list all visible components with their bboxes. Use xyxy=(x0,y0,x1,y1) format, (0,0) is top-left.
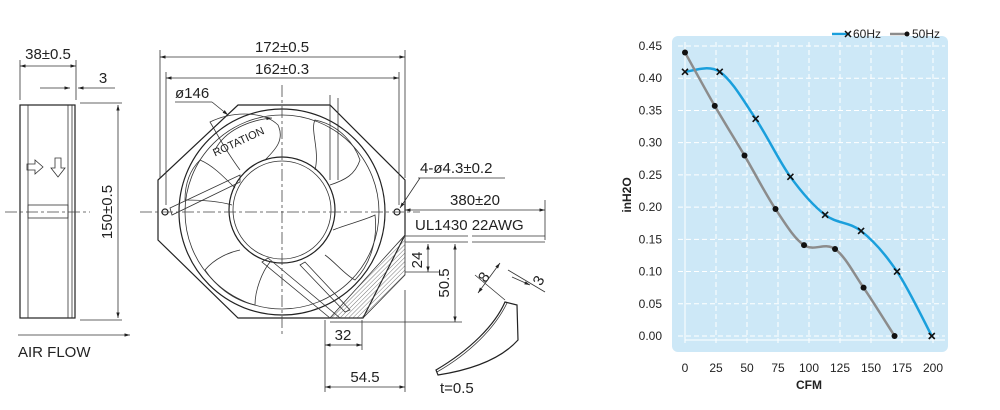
data-point-50Hz xyxy=(860,284,867,291)
x-tick-label: 150 xyxy=(861,361,881,375)
holes-callout: 4-ø4.3±0.2 xyxy=(420,160,492,177)
y-tick-label: 0.15 xyxy=(639,232,663,246)
front-view: ROTATION 172±0.5 162±0.3 ø146 4-ø4.3±0.2… xyxy=(140,39,546,392)
hole-spacing-dim: 162±0.3 xyxy=(255,61,309,78)
pq-chart: 0.00 0.05 0.10 0.15 0.20 0.25 0.30 0.35 0.40 0.45… xyxy=(620,27,948,392)
strut xyxy=(169,174,241,216)
x-axis-label: CFM xyxy=(796,378,822,392)
y-tick-label: 0.05 xyxy=(639,297,663,311)
airflow-arrow-icon xyxy=(26,159,44,175)
mounting-hole xyxy=(161,208,169,216)
airflow-label: AIR FLOW xyxy=(18,344,91,361)
series-line-50Hz xyxy=(683,51,896,337)
y-tick-label: 0.25 xyxy=(639,168,663,182)
y-tick-label: 0.35 xyxy=(639,103,663,117)
y-tick-label: 0.20 xyxy=(639,200,663,214)
lead-wire-label: UL1430 22AWG xyxy=(415,217,524,234)
dim-24: 24 xyxy=(409,252,426,269)
legend-50hz-label: 50Hz xyxy=(912,27,940,41)
data-point-50Hz xyxy=(891,333,898,339)
data-point-60Hz xyxy=(716,68,724,76)
data-point-50Hz xyxy=(832,246,839,252)
lead-wire xyxy=(405,235,545,243)
side-depth-dim: 38±0.5 xyxy=(25,46,71,63)
x-tick-label: 200 xyxy=(923,361,943,375)
data-point-60Hz xyxy=(857,227,865,235)
overall-width-dim: 172±0.5 xyxy=(255,39,309,56)
data-point-50Hz xyxy=(801,242,808,249)
dim-50-5: 50.5 xyxy=(436,268,453,297)
data-point-50Hz xyxy=(772,206,779,213)
y-tick-label: 0.10 xyxy=(639,265,663,279)
terminal-width-dim: 8 xyxy=(475,269,494,286)
thickness-label: t=0.5 xyxy=(440,380,474,397)
mounting-hole xyxy=(393,208,401,216)
plot-background xyxy=(672,36,948,352)
data-point-60Hz xyxy=(752,115,760,123)
y-axis-label: inH2O xyxy=(620,177,634,212)
data-point-50Hz xyxy=(741,152,748,159)
y-tick-label: 0.00 xyxy=(639,329,663,343)
x-tick-label: 25 xyxy=(709,361,723,375)
rotation-arrow-icon xyxy=(50,157,66,178)
legend: 60Hz 50Hz xyxy=(832,27,940,41)
data-point-60Hz xyxy=(821,211,829,219)
y-tick-label: 0.30 xyxy=(639,136,663,150)
data-point-50Hz xyxy=(682,49,688,56)
data-point-60Hz xyxy=(893,267,901,276)
data-point-60Hz xyxy=(786,173,794,181)
dim-32: 32 xyxy=(335,327,352,344)
legend-60hz-label: 60Hz xyxy=(853,27,881,41)
dim-54-5: 54.5 xyxy=(350,369,379,386)
diameter-dim: ø146 xyxy=(175,85,209,102)
side-height-dim: 150±0.5 xyxy=(99,185,116,239)
data-point-60Hz xyxy=(681,68,689,76)
x-tick-label: 125 xyxy=(830,361,850,375)
y-tick-label: 0.40 xyxy=(639,71,663,85)
y-tick-label: 0.45 xyxy=(639,39,663,53)
lead-length-dim: 380±20 xyxy=(450,192,500,209)
x-tick-label: 0 xyxy=(682,361,689,375)
x-tick-label: 75 xyxy=(771,361,785,375)
strut xyxy=(261,257,342,319)
rotation-arrow-icon xyxy=(214,116,273,151)
terminal-gap-dim: 3 xyxy=(530,273,549,289)
data-point-50Hz xyxy=(711,102,718,109)
side-view: 38±0.5 3 150±0.5 AIR FLOW xyxy=(5,46,130,361)
fan-blades xyxy=(184,113,376,306)
x-tick-label: 50 xyxy=(740,361,754,375)
side-offset-dim: 3 xyxy=(99,70,107,87)
data-point-60Hz xyxy=(928,332,936,340)
x-tick-label: 100 xyxy=(799,361,819,375)
x-tick-label: 175 xyxy=(892,361,912,375)
hatched-area xyxy=(329,233,406,319)
